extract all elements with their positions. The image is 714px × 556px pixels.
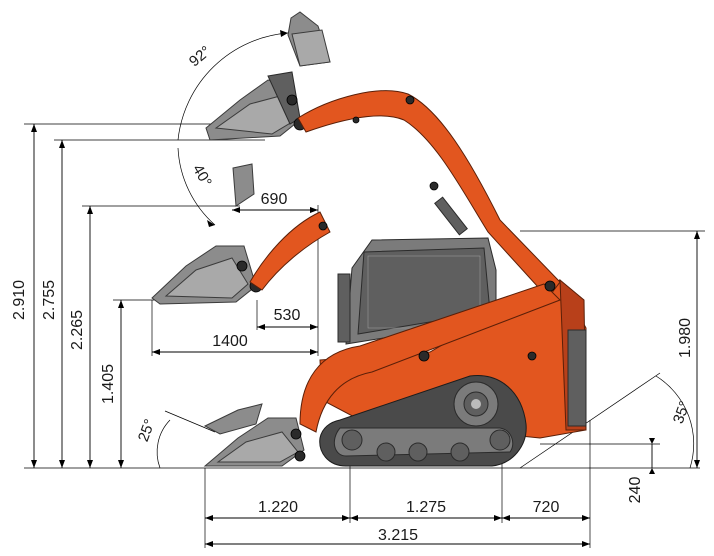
bucket-max-height (205, 71, 307, 141)
bucket-ground (203, 417, 306, 467)
label-length-1220: 1.220 (258, 499, 298, 516)
label-angle-25: 25° (135, 417, 159, 444)
bucket-middle (151, 245, 263, 305)
label-height-2755: 2.755 (41, 280, 58, 320)
arm-middle-position (249, 211, 331, 291)
label-length-3215: 3.215 (378, 527, 418, 544)
label-angle-92: 92° (186, 43, 214, 71)
bucket-top-dump (287, 11, 331, 67)
angle-92-40-arcs (177, 30, 289, 227)
label-height-2910: 2.910 (11, 280, 28, 320)
dim-height-1405 (113, 299, 160, 468)
label-length-720: 720 (533, 499, 560, 516)
label-reach-690: 690 (261, 191, 288, 208)
track-assembly (319, 375, 527, 467)
dim-reach-1400 (151, 300, 319, 356)
machine-body (319, 278, 587, 439)
label-angle-35: 35° (670, 399, 694, 426)
lift-arm-lowered (299, 280, 561, 433)
dim-height-2755 (54, 139, 265, 468)
bucket-mid-dump (232, 163, 255, 207)
angle-25-marker (156, 410, 216, 469)
label-height-240: 240 (627, 477, 644, 504)
dim-bottom-lengths (204, 420, 591, 548)
label-height-2265: 2.265 (69, 310, 86, 350)
bucket-ground-tilted (203, 403, 263, 435)
dim-height-240 (540, 438, 660, 474)
dim-height-1980 (520, 230, 705, 468)
label-height-1980: 1.980 (677, 318, 694, 358)
dim-reach-530 (256, 300, 318, 330)
label-reach-1400: 1400 (212, 333, 248, 350)
label-angle-40: 40° (189, 162, 215, 190)
label-length-1275: 1.275 (406, 499, 446, 516)
label-height-1405: 1.405 (100, 364, 117, 404)
dim-height-2265 (82, 205, 240, 468)
lift-arm-raised (297, 90, 561, 299)
label-reach-530: 530 (274, 307, 301, 324)
dim-reach-690 (232, 205, 319, 330)
